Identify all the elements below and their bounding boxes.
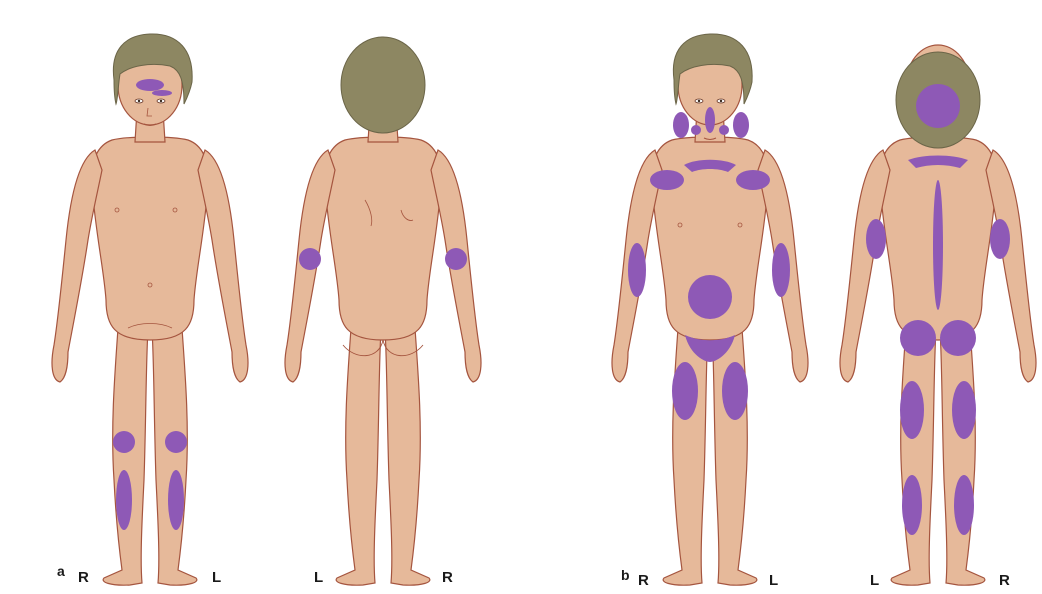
- lesion-left-shoulder: [736, 170, 770, 190]
- lesion-left-cheek: [719, 125, 729, 135]
- lesion-right-calf: [954, 475, 974, 535]
- panel-b-front-right-side-label: R: [638, 573, 649, 588]
- lesion-right-shoulder: [650, 170, 684, 190]
- lesion-nose: [705, 107, 715, 133]
- panel-a-front-left-side-label: L: [212, 570, 221, 585]
- panel-b-back-figure: [840, 45, 1036, 585]
- lesion-left-thigh: [722, 362, 748, 420]
- panel-a-back-left-side-label: L: [314, 570, 323, 585]
- lesion-right-upper-arm-back: [990, 219, 1010, 259]
- panel-b-letter: b: [621, 568, 630, 582]
- lesion-left-elbow: [299, 248, 321, 270]
- lesion-abdomen: [688, 275, 732, 319]
- lesion-right-buttock: [940, 320, 976, 356]
- lesion-right-thigh: [672, 362, 698, 420]
- lesion-left-calf: [902, 475, 922, 535]
- panel-a-front-figure: [52, 34, 248, 585]
- lesion-left-buttock: [900, 320, 936, 356]
- lesion-right-back-thigh: [952, 381, 976, 439]
- lesion-right-knee: [113, 431, 135, 453]
- panel-a-front-right-side-label: R: [78, 570, 89, 585]
- panel-a-back-figure: [285, 37, 481, 585]
- panel-a-letter: a: [57, 564, 65, 578]
- lesion-left-knee: [165, 431, 187, 453]
- lesion-left-back-thigh: [900, 381, 924, 439]
- lesion-forehead: [136, 79, 164, 91]
- lesion-right-upper-arm: [628, 243, 646, 297]
- lesion-right-shin: [116, 470, 132, 530]
- lesion-left-shin: [168, 470, 184, 530]
- panel-b-back-left-side-label: L: [870, 573, 879, 588]
- lesion-occiput: [916, 84, 960, 128]
- panel-b-front-figure: [612, 34, 808, 585]
- lesion-eyebrow: [152, 90, 172, 96]
- hair: [341, 37, 425, 133]
- lesion-left-upper-arm: [772, 243, 790, 297]
- panel-b-front-left-side-label: L: [769, 573, 778, 588]
- lesion-right-elbow: [445, 248, 467, 270]
- lesion-right-cheek: [691, 125, 701, 135]
- lesion-spine: [933, 180, 943, 310]
- panel-b-back-right-side-label: R: [999, 573, 1010, 588]
- lesion-left-temple: [733, 112, 749, 138]
- lesion-right-temple: [673, 112, 689, 138]
- panel-a-back-right-side-label: R: [442, 570, 453, 585]
- lesion-left-upper-arm-back: [866, 219, 886, 259]
